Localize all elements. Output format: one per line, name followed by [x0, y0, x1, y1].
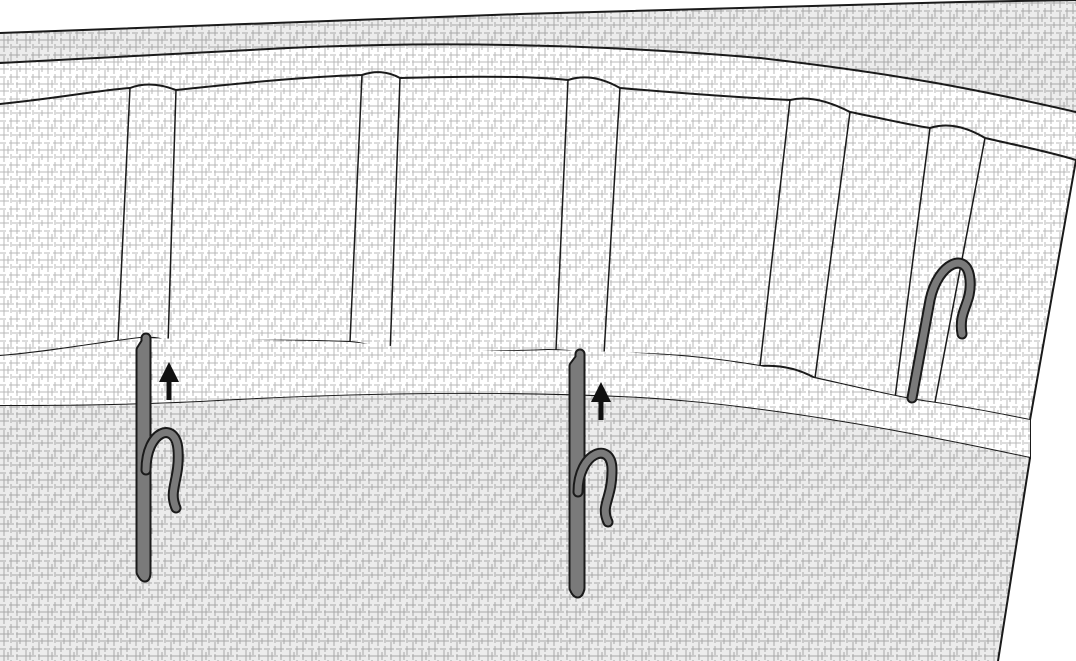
illustration-canvas	[0, 0, 1076, 661]
curtain-hook-illustration	[0, 0, 1076, 661]
